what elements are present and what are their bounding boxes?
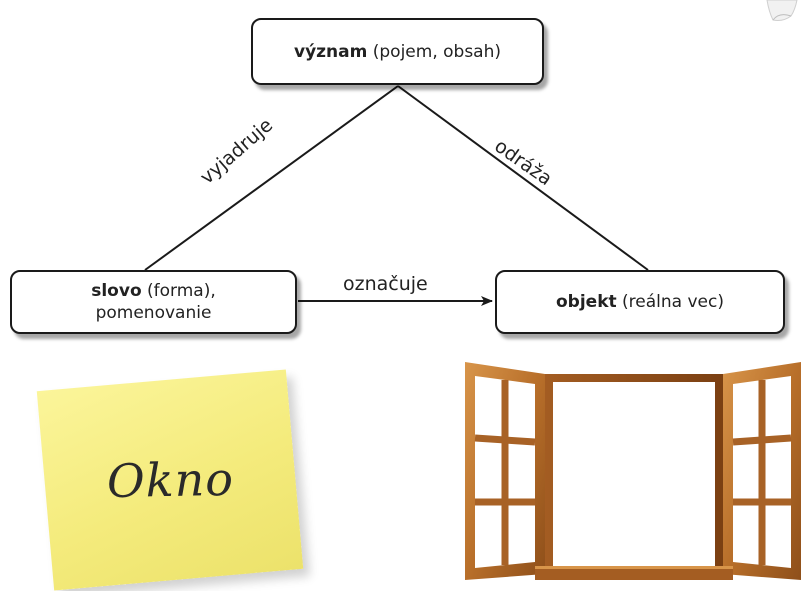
paper-curl-fragment [766, 0, 798, 21]
sticky-note-text: Okno [106, 451, 234, 509]
edge-label-denotes: označuje [343, 273, 428, 295]
word-line2: pomenovanie [95, 303, 212, 323]
object-box: objekt (reálna vec) [495, 270, 785, 334]
open-window-image [465, 362, 801, 580]
edge-expresses-line [144, 85, 399, 271]
edge-reflects-line [397, 85, 649, 271]
meaning-box: význam (pojem, obsah) [251, 18, 544, 85]
meaning-subtitle: (pojem, obsah) [372, 41, 501, 62]
word-box: slovo (forma), pomenovanie [10, 270, 297, 334]
word-subtitle: (forma), [147, 281, 216, 301]
object-title: objekt [556, 292, 617, 312]
sticky-note: Okno [36, 369, 304, 591]
object-subtitle: (reálna vec) [622, 292, 724, 312]
word-title: slovo [91, 281, 142, 301]
meaning-title: význam [293, 41, 368, 62]
